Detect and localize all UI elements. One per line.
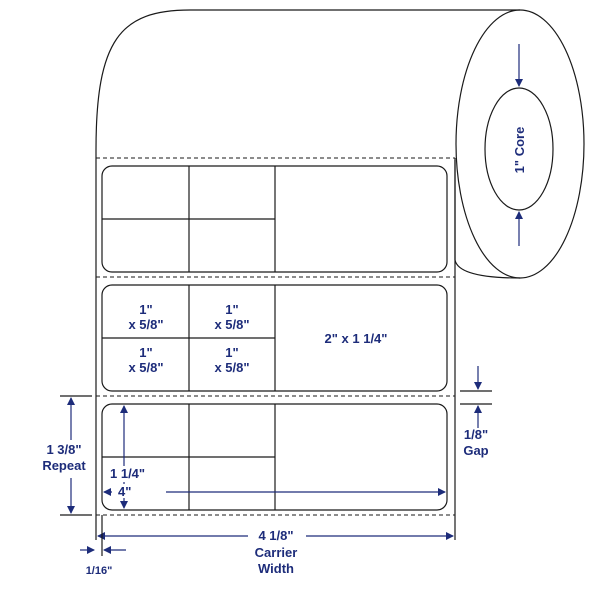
core-dimension: 1" Core	[512, 44, 527, 246]
repeat-dimension: 1 3/8" Repeat	[42, 395, 92, 516]
label-group-2: 1" x 5/8" 1" x 5/8" 1" x 5/8" 1" x 5/8" …	[101, 284, 448, 392]
carrier-width-value: 4 1/8"	[258, 528, 293, 543]
carrier-strip	[95, 157, 456, 540]
small-label-c-line1: 1"	[139, 345, 152, 360]
roll-end-ellipse	[455, 9, 585, 279]
core-label: 1" Core	[512, 127, 527, 174]
core-ellipse	[484, 87, 554, 211]
small-label-a-line2: x 5/8"	[128, 317, 163, 332]
small-label-b-line1: 1"	[225, 302, 238, 317]
label-width-value: 4"	[118, 484, 131, 499]
small-label-d-line2: x 5/8"	[214, 360, 249, 375]
small-label-c-line2: x 5/8"	[128, 360, 163, 375]
label-height-value: 1 1/4"	[110, 466, 145, 481]
gap-dimension: 1/8" Gap	[460, 366, 492, 458]
small-label-b-line2: x 5/8"	[214, 317, 249, 332]
label-width-dimension: 4"	[103, 484, 446, 499]
offset-value: 1/16"	[86, 565, 113, 577]
carrier-width-dimension: 4 1/8" Carrier Width	[97, 528, 454, 576]
width-label: Width	[258, 561, 294, 576]
label-group-1	[101, 165, 448, 273]
repeat-value: 1 3/8"	[46, 442, 81, 457]
small-label-a-line1: 1"	[139, 302, 152, 317]
roll-body	[95, 9, 585, 279]
gap-value: 1/8"	[464, 427, 488, 442]
carrier-label: Carrier	[255, 545, 298, 560]
large-label-size: 2" x 1 1/4"	[325, 331, 388, 346]
offset-dimension: 1/16"	[80, 515, 126, 577]
gap-label: Gap	[463, 443, 488, 458]
small-label-d-line1: 1"	[225, 345, 238, 360]
repeat-label: Repeat	[42, 458, 86, 473]
